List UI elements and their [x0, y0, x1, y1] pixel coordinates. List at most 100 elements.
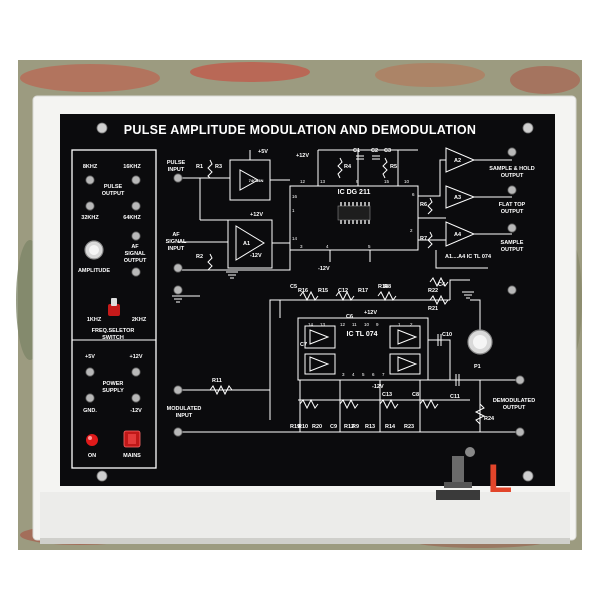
- resistor-label: R4: [344, 164, 352, 170]
- pin-number: 7: [382, 372, 385, 377]
- wire: [470, 299, 481, 330]
- capacitor-label: C9: [330, 424, 337, 430]
- socket-ground-top[interactable]: [173, 285, 183, 295]
- socket-8khz[interactable]: [85, 175, 95, 185]
- pin-number: 13: [320, 179, 326, 184]
- wire: [178, 250, 291, 271]
- freq-selector-toggle[interactable]: [108, 298, 120, 316]
- opamp-demod-1: [309, 329, 330, 345]
- socket-sample-output[interactable]: [507, 223, 517, 233]
- socket-modulated-ground[interactable]: [173, 427, 183, 437]
- socket-flat-top-output[interactable]: [507, 185, 517, 195]
- pin-number: 10: [404, 179, 410, 184]
- resistor-label: R16: [298, 288, 308, 294]
- opamp-demod-2: [397, 329, 418, 345]
- socket-demodulated-output[interactable]: [515, 375, 525, 385]
- watermark-letter: L: [488, 457, 512, 501]
- socket-plus12v[interactable]: [131, 367, 141, 377]
- pin-number: 5: [362, 372, 365, 377]
- socket-af-output-1[interactable]: [131, 231, 141, 241]
- opamp-demod-4: [397, 356, 418, 372]
- socket-ground-right[interactable]: [507, 285, 517, 295]
- resistor-symbol: [207, 253, 213, 271]
- ic-tl074-box: [297, 317, 429, 381]
- tl074-inner-right: [389, 325, 421, 349]
- resistor-symbol: [337, 157, 343, 179]
- pin-number: 14: [292, 236, 298, 241]
- resistor-symbol: [429, 294, 449, 306]
- label-af-input-line: INPUT: [168, 246, 185, 252]
- socket-af-signal-input[interactable]: [173, 263, 183, 273]
- resistor-label: R3: [215, 164, 222, 170]
- resistor-label: R2: [196, 254, 203, 260]
- p1-potentiometer-knob[interactable]: [467, 329, 493, 355]
- socket-64khz[interactable]: [131, 201, 141, 211]
- label-16khz: 16KHZ: [123, 164, 141, 170]
- pin-number: 2: [410, 228, 413, 233]
- label-ic-dg211: IC DG 211: [338, 189, 371, 196]
- pin-number: 2: [410, 322, 413, 327]
- pin-number: 1: [398, 322, 401, 327]
- resistor-symbol: [429, 276, 449, 288]
- amplitude-knob[interactable]: [84, 240, 104, 260]
- mains-switch[interactable]: [123, 430, 141, 448]
- label-ft-line: FLAT TOP: [499, 202, 526, 208]
- pin-number: 4: [326, 244, 329, 249]
- screw: [522, 122, 534, 134]
- socket-modulated-input[interactable]: [173, 385, 183, 395]
- socket-af-output-2[interactable]: [131, 267, 141, 277]
- label-af-line: OUTPUT: [124, 258, 147, 264]
- ground-symbols: [172, 271, 474, 303]
- opamp-demod-3: [309, 356, 330, 372]
- socket-32khz[interactable]: [85, 201, 95, 211]
- label-mod-in-line: MODULATED: [167, 406, 202, 412]
- pin-number: 5: [368, 244, 371, 249]
- label-ic-74c14: 74C14N: [249, 178, 264, 183]
- pin-number: 10: [364, 322, 370, 327]
- pin-number: 4: [352, 372, 355, 377]
- pin-number: 16: [292, 194, 298, 199]
- resistor-symbol: [339, 398, 359, 410]
- pin-number: 6: [412, 192, 415, 197]
- socket-demodulated-ground[interactable]: [515, 427, 525, 437]
- resistor-symbol: [209, 384, 233, 396]
- pin-number: 13: [320, 322, 326, 327]
- label-pulse-input-line: INPUT: [168, 167, 185, 173]
- resistor-label: R12: [344, 424, 354, 430]
- label-sh-line: SAMPLE & HOLD: [489, 166, 535, 172]
- amp-label: A4: [454, 232, 462, 238]
- label-ft-line: OUTPUT: [501, 209, 524, 215]
- label-64khz: 64KHZ: [123, 215, 141, 221]
- resistor-label: R8: [384, 284, 391, 290]
- pin-number: 12: [340, 322, 346, 327]
- resistor-symbol: [427, 231, 433, 249]
- socket-plus5v[interactable]: [85, 367, 95, 377]
- capacitor-label: C6: [346, 314, 353, 320]
- label-sh-line: OUTPUT: [501, 173, 524, 179]
- socket-gnd[interactable]: [85, 393, 95, 403]
- watermark-logo: L: [436, 447, 512, 501]
- label-so-line: OUTPUT: [501, 247, 524, 253]
- amp-label: A2: [454, 158, 461, 164]
- resistor-label: R11: [212, 378, 222, 384]
- label-plus5v: +5V: [85, 354, 95, 360]
- socket-minus12v[interactable]: [131, 393, 141, 403]
- pin-number: 11: [352, 322, 357, 327]
- socket-sample-hold-output[interactable]: [507, 147, 517, 157]
- resistor-label: R14: [385, 424, 396, 430]
- resistor-symbol: [335, 290, 355, 302]
- label-8khz: 8KHZ: [83, 164, 98, 170]
- amp-label: A3: [454, 195, 461, 201]
- resistor-label: R15: [318, 288, 328, 294]
- buffer-74c14-symbol: [239, 169, 260, 191]
- pin-number: 12: [300, 179, 306, 184]
- pin-number: 6: [372, 372, 375, 377]
- amp-label: A1: [243, 241, 250, 247]
- socket-pulse-input[interactable]: [173, 173, 183, 183]
- socket-16khz[interactable]: [131, 175, 141, 185]
- supply-label: +12V: [364, 310, 377, 316]
- pin-number: 3: [342, 372, 345, 377]
- label-freq-line: SWITCH: [102, 335, 124, 341]
